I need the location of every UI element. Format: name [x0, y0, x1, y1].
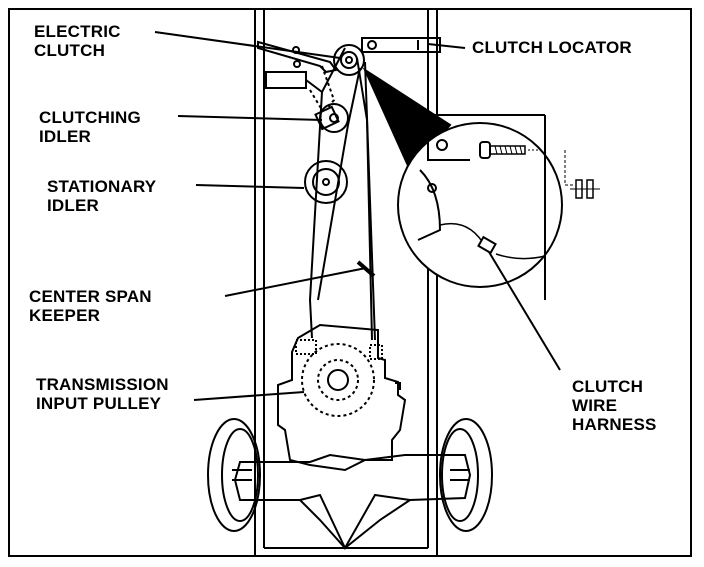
label-transmission-input-pulley: TRANSMISSION INPUT PULLEY — [36, 375, 169, 413]
transmission — [277, 323, 407, 472]
label-clutching-idler: CLUTCHING IDLER — [39, 108, 141, 146]
drive-belt — [308, 47, 376, 341]
label-clutch-wire-harness: CLUTCH WIRE HARNESS — [572, 377, 657, 434]
label-electric-clutch: ELECTRIC CLUTCH — [34, 22, 121, 60]
axle-housing — [233, 453, 472, 551]
label-center-span-keeper: CENTER SPAN KEEPER — [29, 287, 152, 325]
diagram-frame — [8, 8, 692, 557]
idler-bracket — [257, 40, 338, 111]
leader-lines — [154, 31, 561, 401]
right-wheel — [439, 418, 493, 532]
label-stationary-idler: STATIONARY IDLER — [47, 177, 157, 215]
clutching-idler — [314, 103, 349, 133]
clutch-locator — [361, 37, 441, 53]
left-wheel — [207, 418, 261, 532]
label-clutch-locator: CLUTCH LOCATOR — [472, 38, 632, 57]
frame-rails — [254, 10, 438, 555]
magnified-detail — [397, 114, 600, 300]
stationary-idler — [304, 160, 348, 204]
transmission-input-pulley — [301, 343, 375, 417]
electric-clutch — [333, 44, 365, 76]
